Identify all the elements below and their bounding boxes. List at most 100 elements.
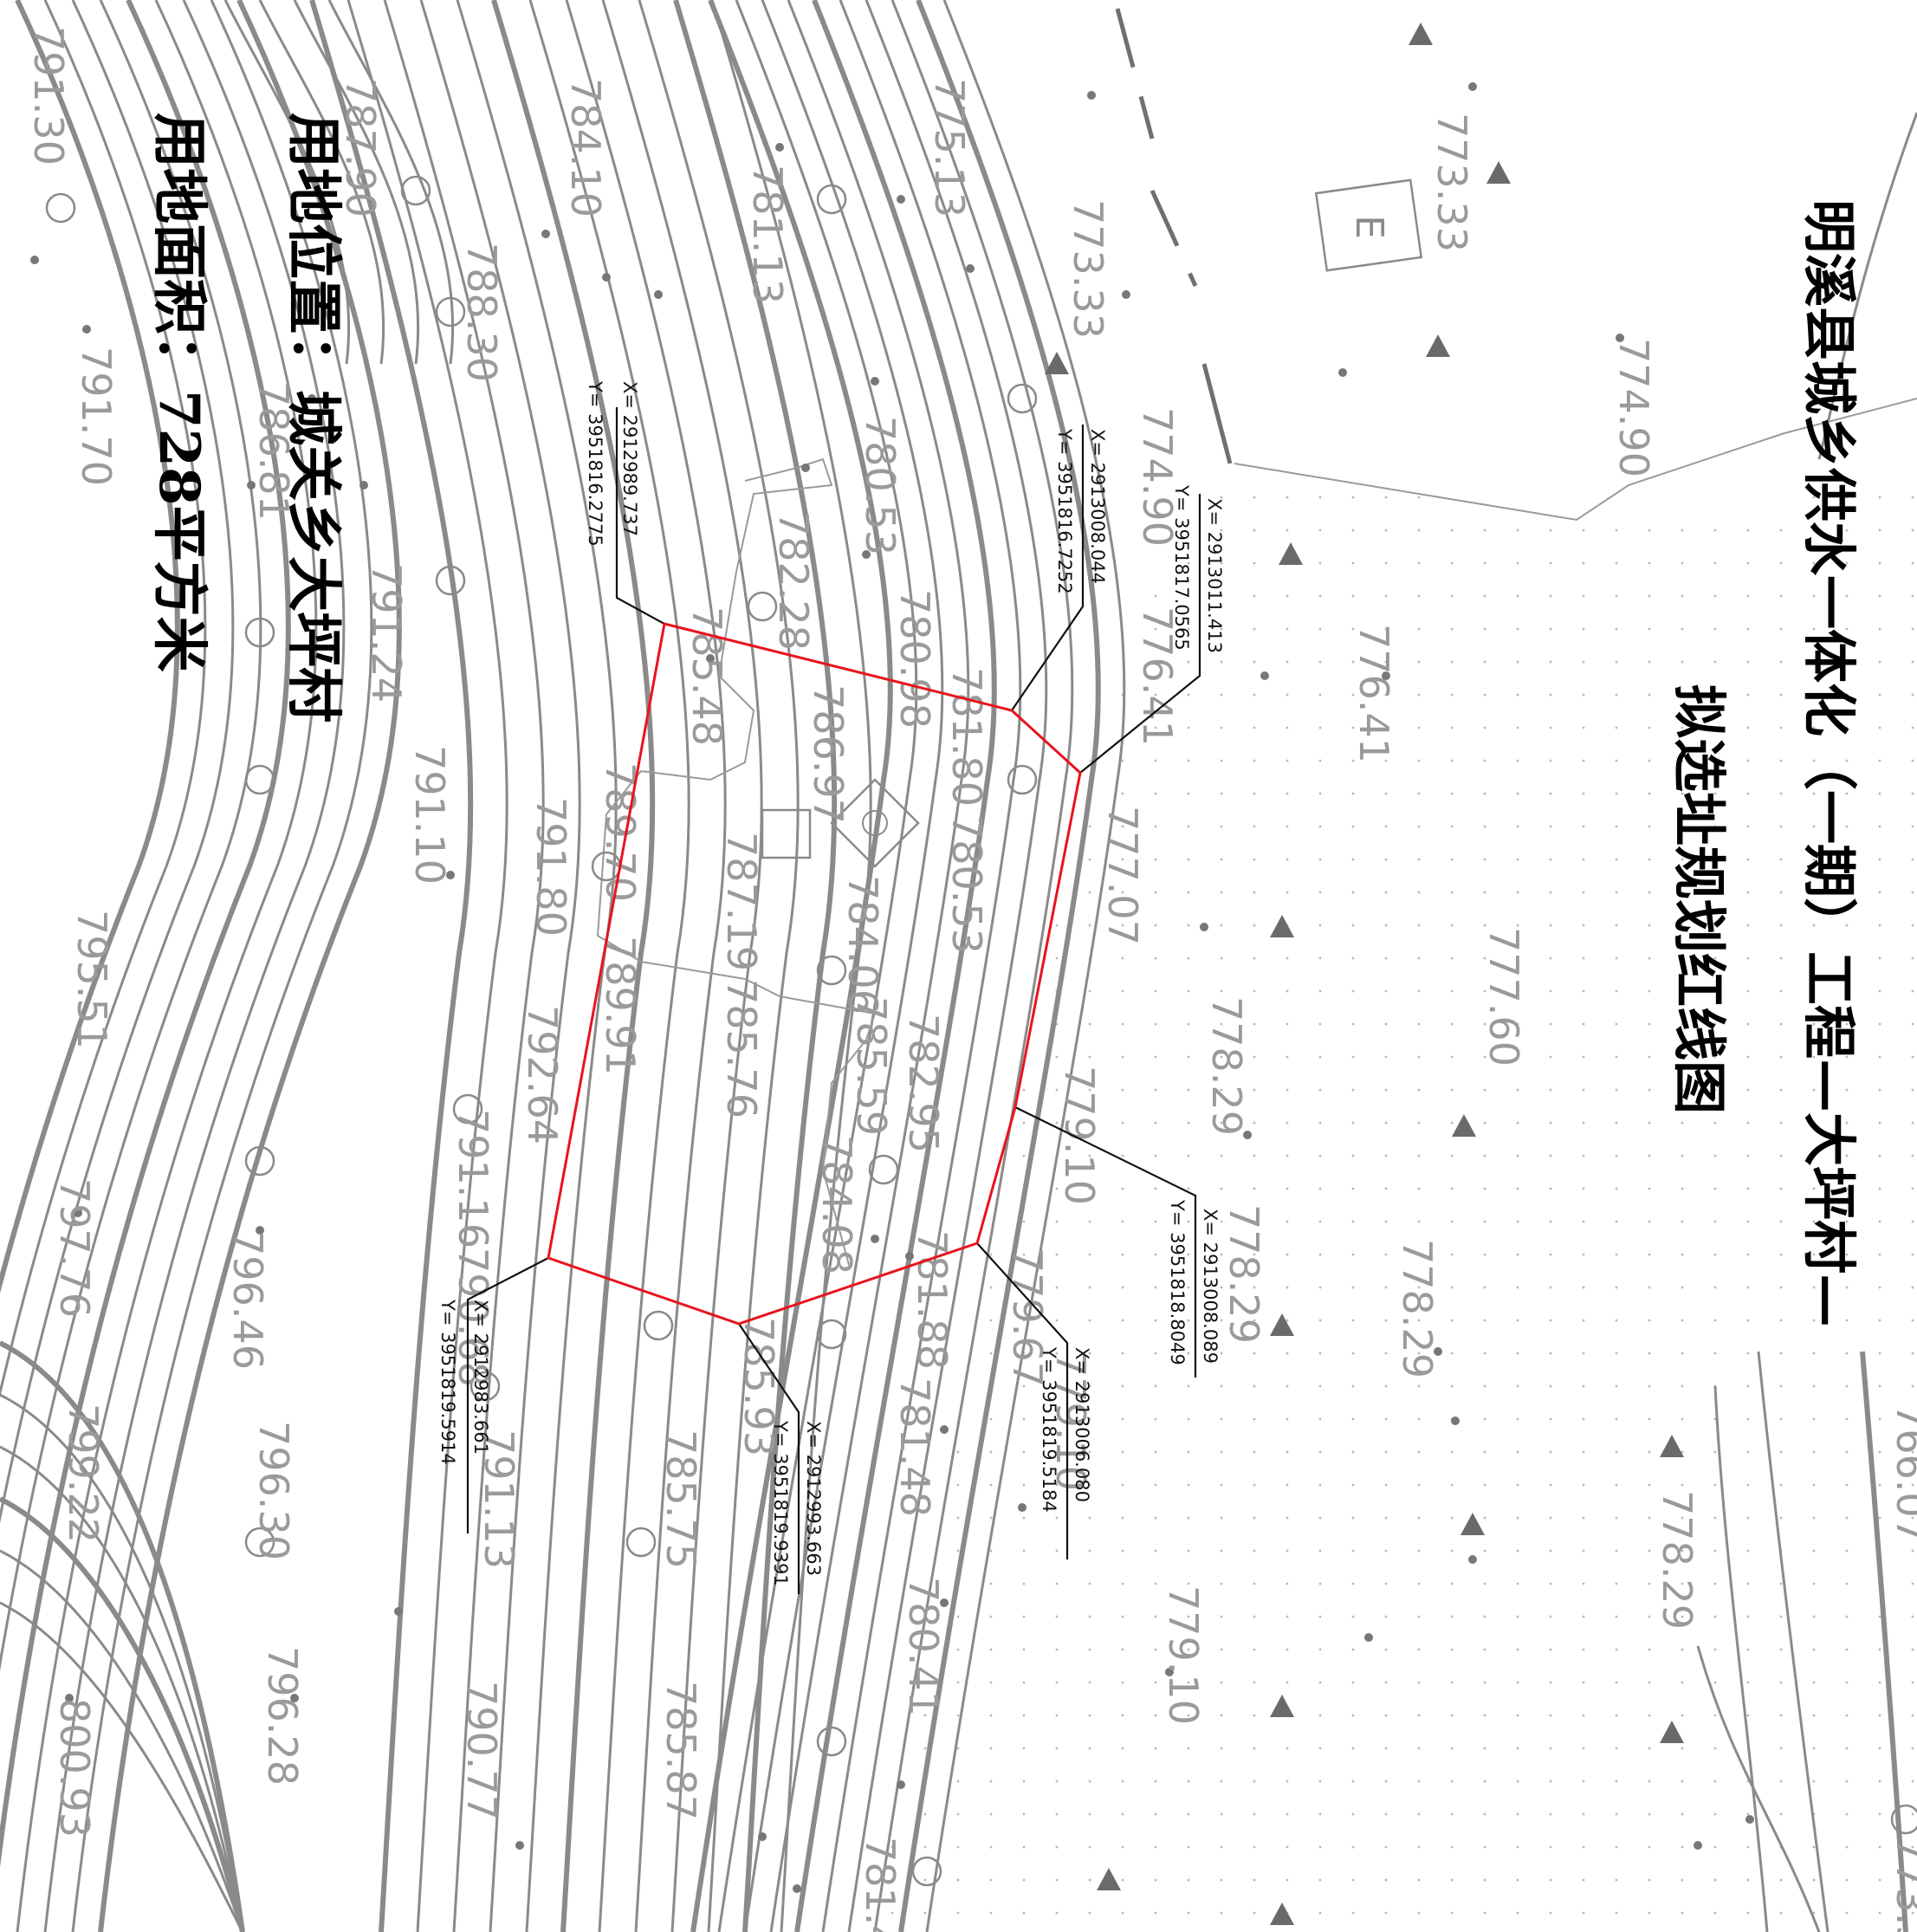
survey-point [30,256,39,264]
contour-line [821,0,1022,1932]
contour-line [717,0,918,1932]
survey-point [862,550,871,559]
inner-outline [596,457,877,1266]
contour-line [0,1393,244,1932]
elevation-label: 773.33 [1428,113,1475,252]
survey-circle [625,1527,657,1558]
contour-line [1696,1645,1821,1932]
contour-line [769,0,970,1932]
contour-line [673,0,838,1932]
elevation-label: 791.70 [73,347,120,486]
coord-p6-x: X= 2912993.663 [803,1421,824,1576]
contour-line [223,0,351,365]
elevation-label: 787.19 [718,832,765,971]
triangle-marker [1279,542,1303,565]
survey-point [1468,82,1477,91]
survey-point [1364,1633,1373,1642]
contour-line [925,0,1126,1932]
elevation-label: 791.30 [25,26,72,165]
survey-point [256,1226,264,1235]
survey-point [359,481,368,489]
coord-p3-x: X= 2913011.413 [1204,498,1225,653]
survey-point [1243,1131,1252,1139]
elevation-label: 800.93 [51,1698,98,1838]
contour-line [565,0,727,1932]
title-line-2: 拟选址规划红线图 [1668,684,1731,1114]
survey-point [897,195,905,204]
coord-p5-x: X= 2913006.080 [1072,1347,1092,1502]
contour-line [528,0,690,1932]
elevation-label: 785.75 [657,1430,704,1569]
elevation-label: 776.41 [1350,624,1397,763]
elevation-label: 784.08 [813,1135,860,1274]
survey-point [1468,1555,1477,1564]
elevation-label: 796.46 [224,1230,271,1370]
elevation-label: 781.48 [857,1837,903,1932]
elevation-label: 788.30 [458,243,505,382]
contour-line [601,0,763,1932]
triangle-marker [1270,1695,1294,1717]
well-symbol: E [1314,178,1423,272]
coord-p1-y: Y= 3951816.2775 [585,380,606,547]
elevation-label: 778.29 [1221,1204,1267,1344]
elevation-label: 778.29 [1394,1239,1441,1378]
elevation-label: 797.76 [51,1178,98,1318]
survey-circle [816,1726,847,1757]
survey-circle [911,1856,942,1887]
elevation-label: 796.28 [259,1646,306,1786]
triangle-marker [1486,161,1511,184]
contour-line [1757,1351,1830,1932]
survey-circle [816,184,847,215]
elevation-label: 784.06 [839,875,886,1015]
survey-point [775,143,784,152]
survey-point [308,394,316,403]
survey-point [801,464,810,472]
elevation-label: 779.10 [1047,1352,1094,1491]
contour-line [0,0,207,1398]
elevation-label: 779.10 [1160,1585,1207,1725]
title-line-1: 明溪县城乡供水一体化（一期）工程—大坪村— [1797,199,1861,1327]
elevation-label: 773.33 [1065,199,1111,339]
site-info: 用地位置：城关乡大坪村 用地面积：728平方米 [146,113,346,723]
contour-line [0,1549,244,1932]
triangle-marker [1660,1721,1684,1743]
contour-line [898,0,1101,1932]
terrace-outline [1234,398,1917,522]
contour-line [327,0,455,365]
triangle-marker [1460,1513,1485,1535]
contour-line [258,0,385,365]
triangle-marker [1409,23,1433,45]
elevation-label: 791.80 [528,797,574,937]
survey-circle [400,175,431,206]
site-boundary-redline [547,622,1082,1326]
survey-markers [30,23,1917,1925]
elevation-label: 782.95 [900,1014,947,1153]
contour-line [690,0,893,1932]
elevation-label: 774.90 [1610,338,1657,477]
survey-point [871,377,879,386]
survey-circle [244,617,275,648]
elevation-label: 785.76 [718,979,765,1118]
survey-point [966,264,975,273]
contour-line [0,1601,244,1932]
elevation-label: 781.48 [891,1378,938,1517]
triangle-marker [1452,1114,1476,1137]
contour-line [1817,112,1917,460]
survey-point [65,1694,74,1702]
survey-point [515,1841,524,1850]
elevation-label: 784.10 [562,78,609,217]
survey-point [602,273,611,282]
contour-line [1860,1351,1908,1932]
elevation-label: 787.90 [337,78,384,217]
elevation-label: 789.91 [597,936,644,1075]
survey-circle [435,296,466,327]
contour-line [98,0,402,1932]
survey-point [758,1832,767,1841]
survey-point [793,1884,801,1893]
triangle-marker [1270,915,1294,937]
elevation-label: 777.60 [1480,927,1527,1066]
coordinate-labels: X= 2912989.737 Y= 3951816.2775 X= 291300… [437,380,1225,1586]
contour-line [638,0,800,1932]
